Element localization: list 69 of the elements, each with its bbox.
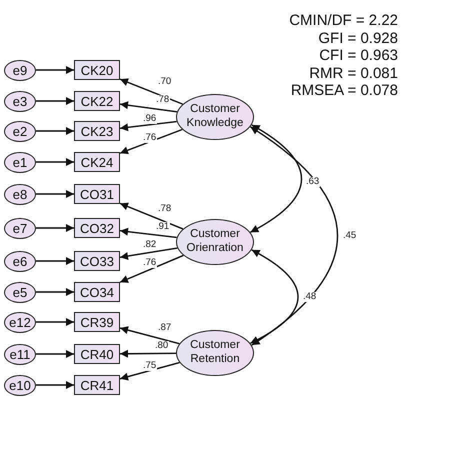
- edge-label: .96: [142, 114, 158, 124]
- path-arrow: [36, 97, 74, 105]
- fit-statistic: CFI = 0.963: [319, 47, 398, 64]
- edge-label: .80: [154, 341, 170, 350]
- observed-variable-box: CO34: [74, 282, 120, 302]
- edge-label: .87: [157, 323, 172, 332]
- fit-statistic: RMR = 0.081: [309, 64, 398, 82]
- error-ellipse: e6: [4, 250, 36, 272]
- edge-label: .70: [157, 77, 172, 86]
- path-arrow: [120, 78, 183, 105]
- observed-variable-box: CR41: [74, 375, 120, 395]
- path-arrow: [120, 101, 178, 113]
- latent-variable-ellipse: Customer Orienration: [176, 219, 254, 265]
- path-arrow: [36, 66, 74, 74]
- edge-label: .48: [302, 292, 318, 302]
- path-arrow: [36, 381, 74, 389]
- observed-variable-box: CK23: [74, 121, 120, 141]
- covariance-arrow: [250, 249, 299, 344]
- path-arrow: [36, 158, 74, 166]
- fit-statistic: GFI = 0.928: [318, 30, 398, 46]
- path-arrow: [36, 350, 74, 358]
- observed-variable-box: CR39: [74, 312, 120, 332]
- error-ellipse: e9: [4, 60, 36, 80]
- path-arrow: [120, 254, 184, 283]
- observed-variable-box: CK22: [74, 91, 120, 111]
- latent-variable-ellipse: Customer Knowledge: [176, 94, 254, 140]
- observed-variable-box: CK20: [74, 60, 120, 80]
- covariance-arrow: [250, 124, 302, 233]
- observed-variable-box: CK24: [74, 152, 120, 172]
- fit-statistic: CMIN/DF = 2.22: [289, 12, 398, 29]
- path-arrow: [36, 288, 74, 296]
- edge-label: .82: [142, 240, 158, 250]
- path-arrow: [120, 362, 180, 381]
- edge-label: .76: [142, 133, 158, 142]
- edge-label: .78: [155, 95, 170, 104]
- path-arrow: [120, 326, 180, 344]
- edge-label: .91: [155, 222, 170, 232]
- observed-variable-box: CO31: [74, 184, 120, 204]
- path-arrow: [120, 120, 177, 132]
- error-ellipse: e2: [4, 120, 36, 142]
- path-arrow: [120, 128, 182, 154]
- latent-variable-ellipse: Customer Retention: [176, 330, 254, 376]
- covariance-arrow: [250, 126, 338, 346]
- edge-label: .75: [142, 361, 158, 370]
- error-ellipse: e3: [4, 90, 36, 112]
- path-arrow: [120, 202, 184, 230]
- observed-variable-box: CR40: [74, 344, 120, 364]
- path-arrow: [120, 350, 176, 358]
- path-arrow: [36, 224, 74, 232]
- fit-statistic: RMSEA = 0.078: [290, 82, 398, 99]
- observed-variable-box: CO33: [74, 251, 120, 271]
- path-arrow: [120, 228, 177, 238]
- edge-label: .78: [157, 204, 172, 214]
- error-ellipse: e10: [4, 374, 36, 396]
- error-ellipse: e8: [4, 184, 36, 204]
- edge-label: .45: [342, 231, 358, 240]
- error-ellipse: e12: [4, 312, 36, 332]
- path-arrow: [36, 190, 74, 198]
- path-arrow: [36, 318, 74, 326]
- edge-label: .63: [305, 177, 320, 186]
- path-arrow: [36, 127, 74, 135]
- error-ellipse: e11: [4, 344, 36, 364]
- path-arrow: [36, 257, 74, 265]
- error-ellipse: e7: [4, 218, 36, 238]
- observed-variable-box: CO32: [74, 218, 120, 238]
- error-ellipse: e5: [4, 282, 36, 302]
- path-arrow: [120, 247, 178, 260]
- edge-label: .76: [142, 258, 158, 268]
- error-ellipse: e1: [4, 152, 36, 172]
